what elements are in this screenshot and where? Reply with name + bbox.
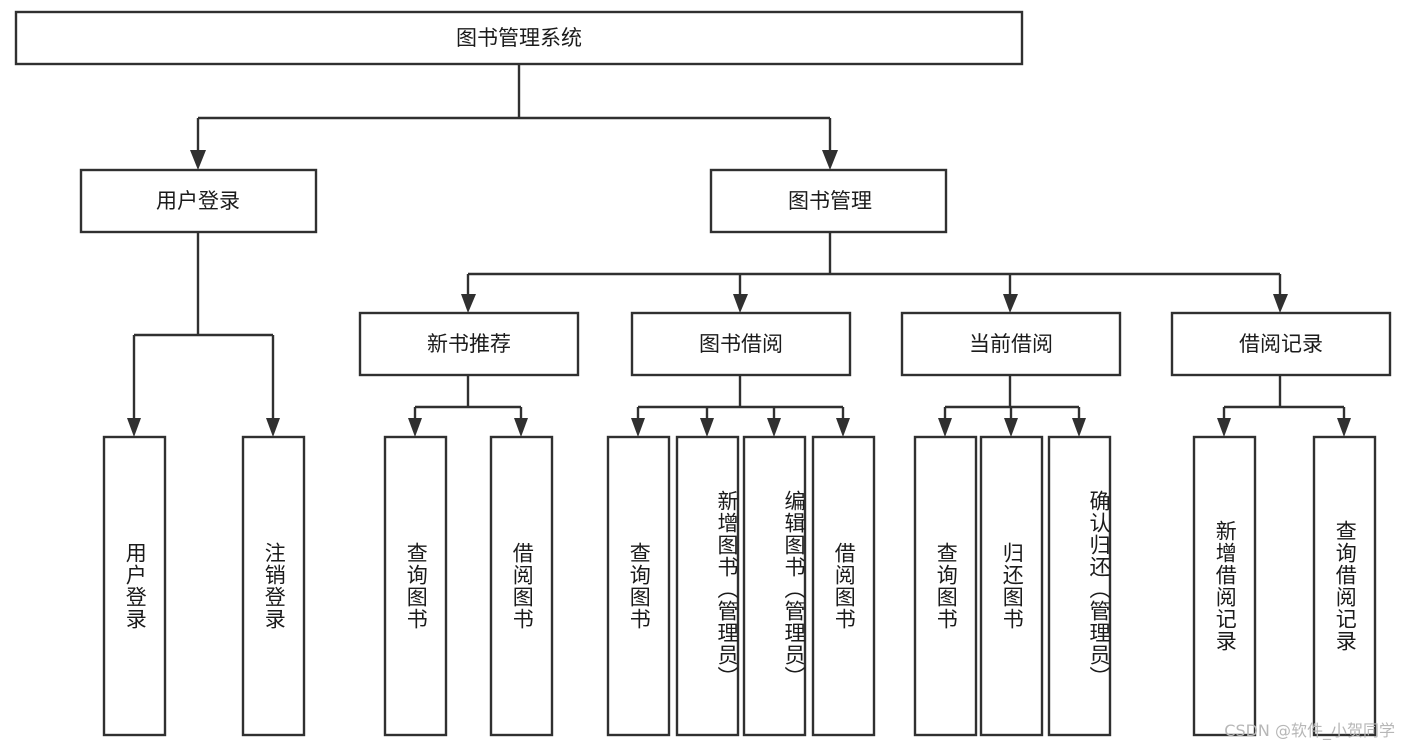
node-leaf-edit-book[interactable] (742, 435, 807, 737)
node-current-borrow-label: 当前借阅 (969, 332, 1053, 356)
connectors (127, 64, 1351, 437)
node-borrow-record-label: 借阅记录 (1239, 332, 1323, 356)
node-leaf-borrow-book-2[interactable] (811, 435, 876, 737)
arrow-head-leaf-query-book-3 (938, 418, 952, 437)
arrow-head-leaf-add-record (1217, 418, 1231, 437)
node-leaf-query-record[interactable] (1312, 435, 1377, 737)
arrow-head-leaf-confirm-return (1072, 418, 1086, 437)
node-user-login[interactable] (79, 168, 318, 234)
node-book-manage-label: 图书管理 (788, 189, 872, 213)
arrow-head-user-login (190, 150, 206, 170)
arrow-head-current (1003, 294, 1018, 313)
arrow-head-leaf-add-book (700, 418, 714, 437)
node-leaf-add-book[interactable] (675, 435, 740, 737)
node-leaf-user-logout[interactable] (241, 435, 306, 737)
arrow-head-leaf-query-book-1 (408, 418, 422, 437)
node-book-manage[interactable] (709, 168, 948, 234)
arrow-head-leaf-return-book (1004, 418, 1018, 437)
arrow-head-leaf-user-logout (266, 418, 280, 437)
node-new-book-recommend-label: 新书推荐 (427, 332, 511, 356)
arrow-head-recommend (461, 294, 476, 313)
node-new-book-recommend[interactable] (358, 311, 580, 377)
arrow-head-leaf-borrow-book-1 (514, 418, 528, 437)
arrow-head-record (1273, 294, 1288, 313)
node-current-borrow[interactable] (900, 311, 1122, 377)
node-root-label: 图书管理系统 (456, 26, 582, 50)
node-leaf-query-book-1[interactable] (383, 435, 448, 737)
arrow-head-leaf-query-record (1337, 418, 1351, 437)
arrow-head-leaf-edit-book (767, 418, 781, 437)
node-leaf-confirm-return[interactable] (1047, 435, 1112, 737)
node-book-borrow-label: 图书借阅 (699, 332, 783, 356)
arrow-head-borrow (733, 294, 748, 313)
node-borrow-record[interactable] (1170, 311, 1392, 377)
node-leaf-borrow-book-1[interactable] (489, 435, 554, 737)
node-leaf-return-book[interactable] (979, 435, 1044, 737)
node-user-login-label: 用户登录 (156, 189, 240, 213)
watermark-text: CSDN @软件_小贺同学 (1224, 721, 1395, 740)
node-leaf-query-book-3[interactable] (913, 435, 978, 737)
arrow-head-leaf-borrow-book-2 (836, 418, 850, 437)
nodes: 图书管理系统 用户登录 图书管理 新书推荐 图书借阅 当前借阅 借阅记录 (14, 10, 1392, 737)
node-book-borrow[interactable] (630, 311, 852, 377)
node-leaf-add-record[interactable] (1192, 435, 1257, 737)
node-root[interactable] (14, 10, 1024, 66)
node-leaf-query-book-2[interactable] (606, 435, 671, 737)
arrow-head-book-manage (822, 150, 838, 170)
node-leaf-user-login[interactable] (102, 435, 167, 737)
arrow-head-leaf-user-login (127, 418, 141, 437)
arrow-head-leaf-query-book-2 (631, 418, 645, 437)
